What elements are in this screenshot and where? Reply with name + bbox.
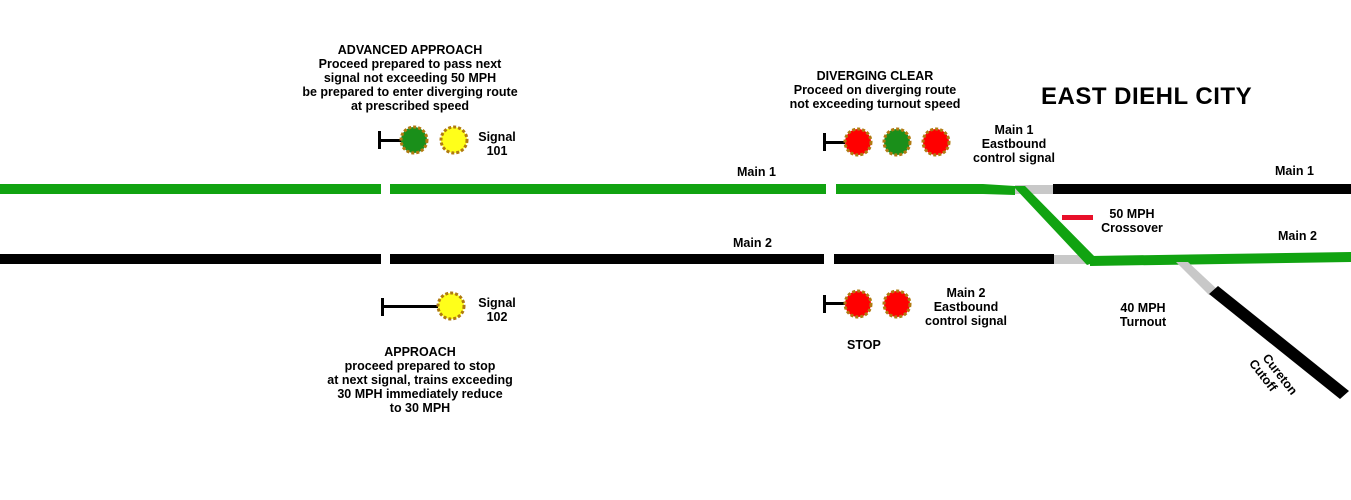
main1-to-switch-curve (983, 184, 1015, 195)
main1-control-description-line: Proceed on diverging route (793, 83, 957, 97)
signal-101-description-line: Proceed prepared to pass next (318, 57, 502, 71)
signal-101-description-line: be prepared to enter diverging route (302, 85, 518, 99)
main1-switch-gap (1015, 185, 1053, 194)
main1-control-red-lamp-top (843, 127, 873, 157)
signal-101-label: Signal 101 (474, 130, 520, 158)
signal-102-description-line: to 30 MPH (389, 401, 451, 415)
location-title: EAST DIEHL CITY (1041, 83, 1253, 110)
signal-102-base (381, 298, 384, 316)
main1-control-label-line: control signal (973, 151, 1055, 165)
main1-track-approach (836, 184, 983, 194)
main1-control-label: Main 1 Eastbound control signal (960, 123, 1068, 165)
main1-control-green-lamp (882, 127, 912, 157)
main2-control-label-line: Eastbound (933, 300, 999, 314)
main2-block-joint (824, 254, 834, 264)
signal-101-description-line: signal not exceeding 50 MPH (323, 71, 497, 85)
signal-102-description-line: 30 MPH immediately reduce (337, 387, 503, 401)
signal-101-mast (380, 139, 402, 142)
main2-label: Main 2 (733, 236, 772, 250)
turnout-speed-line: 40 MPH (1120, 301, 1166, 315)
main2-control-red-lamp-bottom (882, 289, 912, 319)
main1-control-base (823, 133, 826, 151)
main2-track-east (1090, 252, 1351, 266)
main2-track-west (0, 254, 381, 264)
signal-102-description-line: at next signal, trains exceeding (327, 373, 513, 387)
crossover-track (1013, 186, 1099, 265)
signal-102-mast (383, 305, 438, 308)
signal-101-label-line: Signal (478, 130, 516, 144)
turnout-speed-label: 40 MPH Turnout (1108, 301, 1178, 329)
main1-block-joint (826, 184, 836, 194)
signal-102-label: Signal 102 (474, 296, 520, 324)
main1-track-west (0, 184, 381, 194)
main1-control-mast (825, 141, 845, 144)
main1-block-joint (381, 184, 390, 194)
main1-track-east (1053, 184, 1351, 194)
main1-east-label: Main 1 (1275, 164, 1314, 178)
main1-control-red-lamp-bottom (921, 127, 951, 157)
turnout-speed-line: Turnout (1119, 315, 1167, 329)
signal-102-label-line: 102 (486, 310, 508, 324)
main2-control-aspect-name: STOP (847, 338, 881, 352)
signal-102-aspect-name: APPROACH (384, 345, 456, 359)
main2-control-signal (823, 289, 912, 319)
main2-control-label: Main 2 Eastbound control signal (912, 286, 1020, 328)
crossover-speed-line: 50 MPH (1109, 207, 1155, 221)
cureton-cutoff-track (1209, 286, 1349, 399)
main2-block-joint (381, 254, 390, 264)
main2-track-approach (834, 254, 1054, 264)
main2-control-label-line: Main 2 (946, 286, 986, 300)
signal-101-description-line: at prescribed speed (350, 99, 470, 113)
main1-track-middle (390, 184, 826, 194)
main2-control-red-lamp-top (843, 289, 873, 319)
signal-101-base (378, 131, 381, 149)
signal-101-aspect-name: ADVANCED APPROACH (337, 43, 483, 57)
cutoff-switch-gap (1176, 262, 1218, 295)
main1-control-aspect-name: DIVERGING CLEAR (816, 69, 934, 83)
crossover-speed-line: Crossover (1101, 221, 1163, 235)
main1-control-signal (823, 127, 951, 157)
signal-101-green-lamp (399, 125, 429, 155)
signal-101-yellow-lamp (439, 125, 469, 155)
signal-102-description-line: proceed prepared to stop (344, 359, 496, 373)
main2-east-label: Main 2 (1278, 229, 1317, 243)
signal-101-aspect-text: ADVANCED APPROACH Proceed prepared to pa… (276, 43, 544, 113)
signal-102 (381, 291, 466, 321)
main1-label: Main 1 (737, 165, 776, 179)
main2-control-label-line: control signal (925, 314, 1007, 328)
main2-switch-gap (1054, 255, 1090, 264)
main2-control-mast (825, 302, 845, 305)
signal-101 (378, 125, 469, 155)
main1-control-label-line: Main 1 (994, 123, 1034, 137)
signal-102-yellow-lamp (436, 291, 466, 321)
crossover-speed-label: 50 MPH Crossover (1092, 207, 1172, 235)
signal-101-label-line: 101 (486, 144, 508, 158)
signal-102-label-line: Signal (478, 296, 516, 310)
main2-control-base (823, 295, 826, 313)
crossover-speed-marker (1062, 215, 1093, 220)
main1-control-aspect-text: DIVERGING CLEAR Proceed on diverging rou… (770, 69, 980, 111)
main2-track-middle (390, 254, 824, 264)
main1-control-label-line: Eastbound (981, 137, 1047, 151)
signal-102-aspect-text: APPROACH proceed prepared to stop at nex… (290, 345, 550, 415)
main1-control-description-line: not exceeding turnout speed (789, 97, 961, 111)
